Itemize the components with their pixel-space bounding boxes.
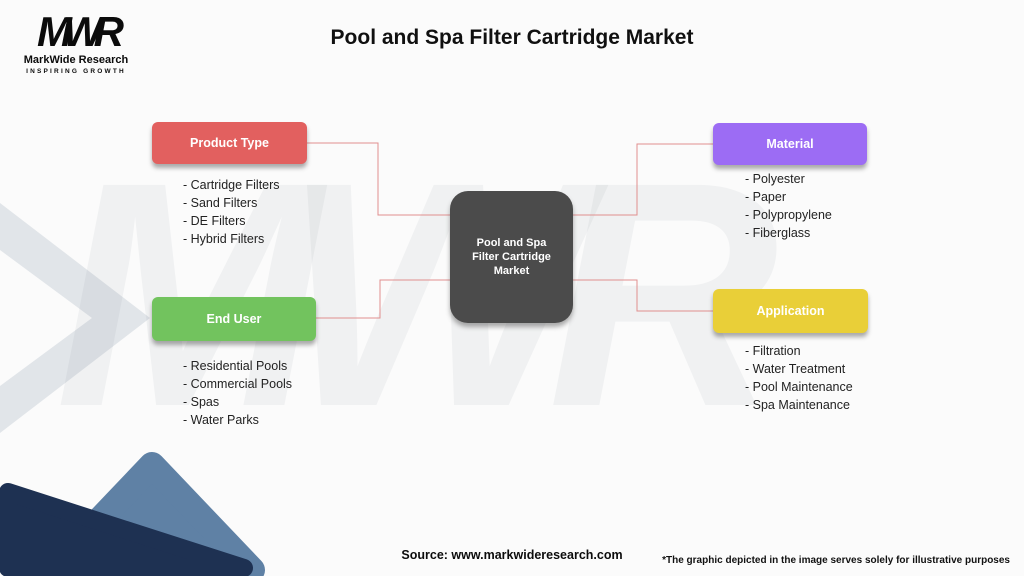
list-material: - Polyester - Paper - Polypropylene - Fi… bbox=[745, 170, 832, 242]
connector-end-user bbox=[316, 279, 450, 319]
connector-material bbox=[573, 143, 713, 216]
logo-name: MarkWide Research bbox=[23, 54, 129, 66]
connector-application bbox=[573, 279, 713, 312]
logo-acronym: MWR bbox=[37, 8, 124, 55]
list-item: - Residential Pools bbox=[183, 359, 288, 373]
list-application: - Filtration - Water Treatment - Pool Ma… bbox=[745, 342, 853, 414]
list-item: - Commercial Pools bbox=[183, 377, 293, 391]
list-item: - Fiberglass bbox=[745, 226, 811, 240]
list-item: - Spas bbox=[183, 395, 220, 409]
list-item: - Water Treatment bbox=[745, 362, 846, 376]
list-item: - Hybrid Filters bbox=[183, 232, 265, 246]
list-item: - Pool Maintenance bbox=[745, 380, 853, 394]
list-product-type: - Cartridge Filters - Sand Filters - DE … bbox=[183, 176, 280, 248]
navy-triangle-shape bbox=[0, 483, 253, 576]
node-material-label: Material bbox=[766, 137, 814, 151]
list-end-user: - Residential Pools - Commercial Pools -… bbox=[183, 357, 292, 429]
list-item: - Paper bbox=[745, 190, 786, 204]
page-title: Pool and Spa Filter Cartridge Market bbox=[330, 26, 694, 49]
node-product-type-label: Product Type bbox=[190, 136, 269, 150]
node-product-type: Product Type bbox=[152, 122, 307, 164]
list-item: - Polyester bbox=[745, 172, 805, 186]
list-item: - Cartridge Filters bbox=[183, 178, 280, 192]
source-text: Source: www.markwideresearch.com bbox=[401, 548, 623, 562]
gray-chevron-cutout bbox=[0, 250, 92, 386]
list-item: - DE Filters bbox=[183, 214, 246, 228]
node-end-user: End User bbox=[152, 297, 316, 341]
markwide-logo: MWR MarkWide Research INSPIRING GROWTH bbox=[20, 8, 132, 76]
list-item: - Water Parks bbox=[183, 413, 259, 427]
node-central-market: Pool and Spa Filter Cartridge Market bbox=[450, 191, 573, 323]
list-item: - Polypropylene bbox=[745, 208, 832, 222]
node-central-market-label: Pool and Spa Filter Cartridge Market bbox=[472, 237, 551, 277]
list-item: - Spa Maintenance bbox=[745, 398, 850, 412]
node-application: Application bbox=[713, 289, 868, 333]
logo-tagline: INSPIRING GROWTH bbox=[26, 68, 126, 75]
disclaimer-text: *The graphic depicted in the image serve… bbox=[662, 555, 1010, 566]
node-application-label: Application bbox=[756, 304, 825, 318]
list-item: - Filtration bbox=[745, 344, 801, 358]
list-item: - Sand Filters bbox=[183, 196, 258, 210]
connector-product-type bbox=[307, 142, 450, 216]
node-material: Material bbox=[713, 123, 867, 165]
node-end-user-label: End User bbox=[206, 312, 262, 326]
